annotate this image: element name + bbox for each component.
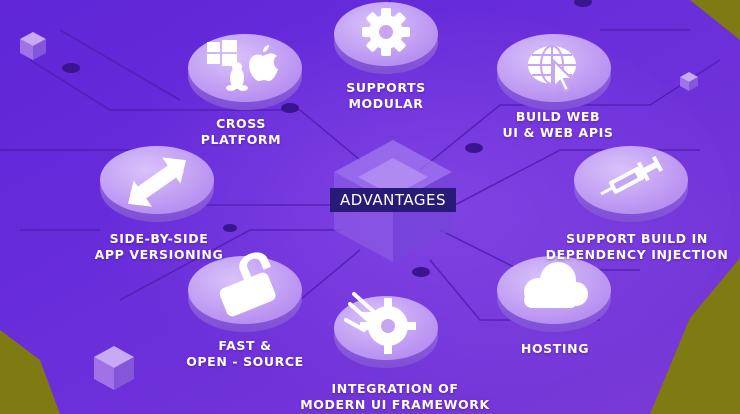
disc-cross-platform [188, 34, 302, 110]
label-integration: INTEGRATION OF MODERN UI FRAMEWORK [300, 381, 490, 412]
cube-bottomleft [94, 346, 134, 390]
cube-small-right [680, 72, 698, 91]
label-cross-platform: CROSS PLATFORM [200, 116, 282, 147]
connector-dots [62, 0, 592, 277]
advantages-title: ADVANTAGES [330, 188, 456, 212]
os-logos-icon [207, 40, 278, 91]
label-dependency-injection: SUPPORT BUILD IN DEPENDENCY INJECTION [545, 231, 729, 262]
label-open-source: FAST & OPEN - SOURCE [186, 338, 304, 369]
syringe-icon [600, 155, 664, 196]
unlock-icon [219, 252, 276, 317]
label-hosting: HOSTING [520, 341, 590, 356]
label-side-by-side: SIDE-BY-SIDE APP VERSIONING [94, 231, 224, 262]
cube-small-topleft [20, 32, 46, 60]
label-build-web: BUILD WEB UI & WEB APIS [502, 109, 614, 140]
puzzle-arrows-icon [344, 292, 416, 354]
label-supports-modular: SUPPORTS MODULAR [346, 80, 426, 111]
cloud-icon [524, 262, 588, 308]
globe-cursor-icon [528, 45, 576, 93]
gear-icon [362, 8, 410, 56]
swap-arrows-icon [128, 157, 186, 207]
